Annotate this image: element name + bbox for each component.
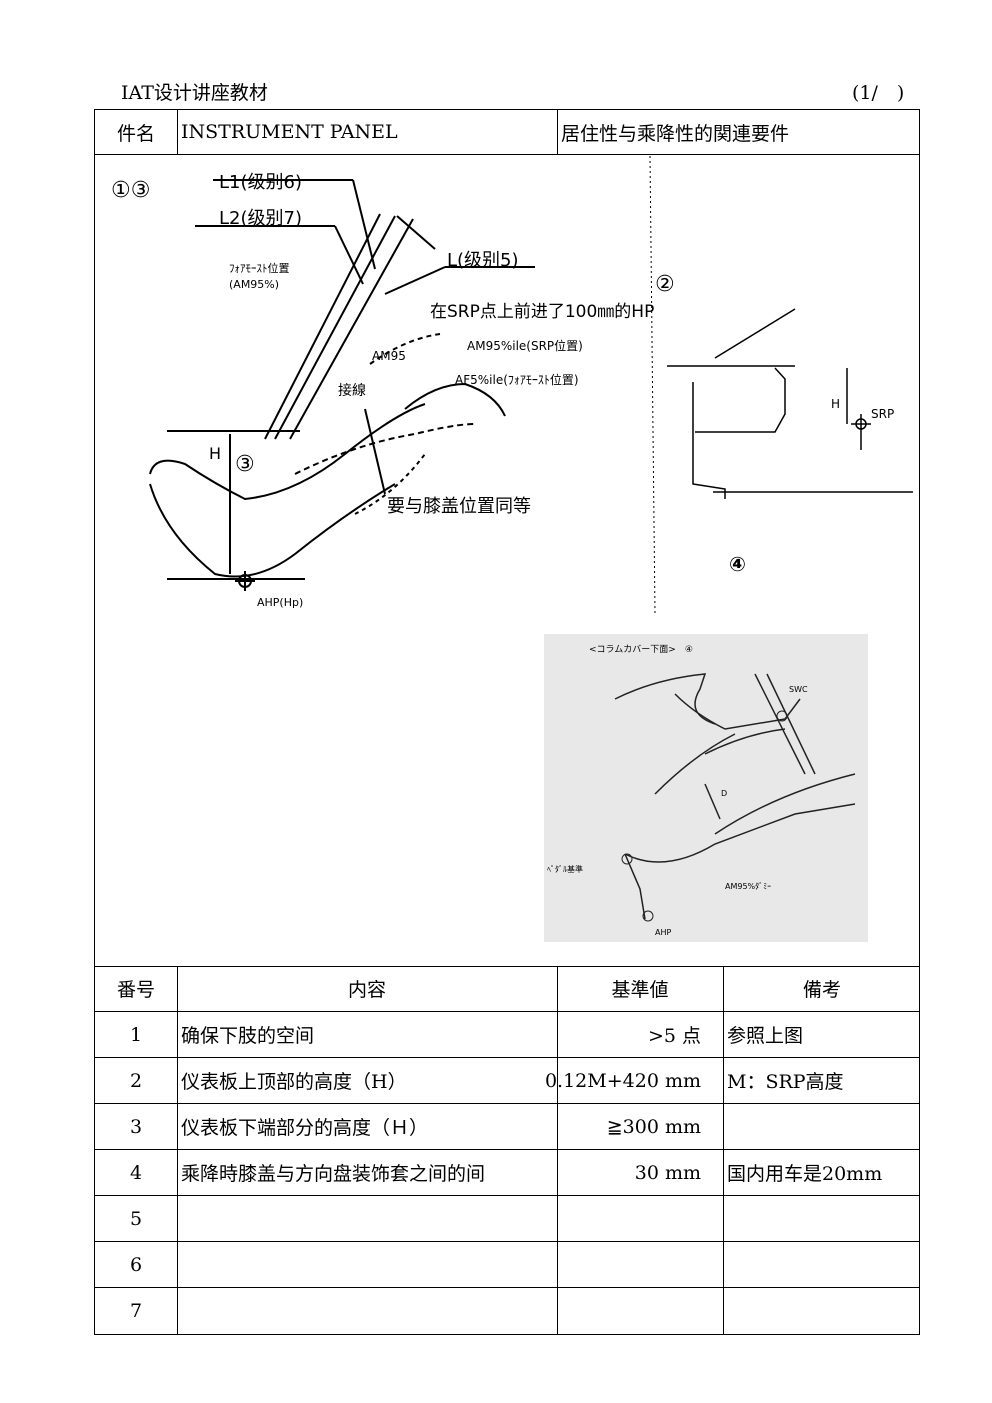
header-content: 内容 [347, 979, 386, 1001]
am95-srp-label: AM95%ile(SRP位置) [467, 338, 583, 353]
header-number: 番号 [116, 979, 155, 1001]
row-note [723, 1196, 921, 1241]
knee-position-note: 要与膝盖位置同等 [387, 496, 531, 517]
srp-label: SRP [871, 407, 894, 421]
table-row: 7 [95, 1288, 919, 1334]
table-row: 5 [95, 1196, 919, 1242]
row-number: 2 [129, 1069, 143, 1092]
table-row: 3 仪表板下端部分的高度（Ｈ） ≧300 mm [95, 1104, 919, 1150]
row-value: 30 mm [634, 1161, 701, 1184]
row-note [723, 1288, 921, 1334]
table-row: 1 确保下肢的空间 >5 点 参照上图 [95, 1012, 919, 1058]
row-content: 确保下肢的空间 [181, 1025, 315, 1047]
document-title: IAT设计讲座教材 [121, 82, 268, 104]
subject-label: 件名 [116, 122, 155, 145]
row-note: 国内用车是20mm [727, 1163, 883, 1185]
am95pct-label: (AM95%) [229, 278, 279, 291]
l1-label: L1(级别6) [219, 172, 302, 193]
table-header: 番号 内容 基準値 備考 [95, 966, 919, 1012]
row-content: 乘降時膝盖与方向盘装饰套之间的间 [181, 1163, 486, 1185]
row-value: >5 点 [647, 1025, 701, 1047]
table-row: 6 [95, 1242, 919, 1288]
swc-label: SWC [789, 685, 808, 694]
table-row: 4 乘降時膝盖与方向盘装饰套之间的间 30 mm 国内用车是20mm [95, 1150, 919, 1196]
header-remarks: 備考 [802, 979, 841, 1001]
page-number: (1/ ) [852, 82, 905, 104]
figure-area: ①③ L1(级别6) L2(级别7) L(级别5) ﾌｫｱﾓｰｽﾄ位置 (AM9… [95, 154, 919, 967]
foremost-label: ﾌｫｱﾓｰｽﾄ位置 [229, 261, 290, 275]
photo-ahp-label: AHP [655, 928, 671, 937]
tangent-label: 接線 [338, 382, 366, 399]
table-row: 2 仪表板上顶部的高度（H） 0.12M+420 mm M：SRP高度 [95, 1058, 919, 1104]
srp-advance-note: 在SRP点上前进了100㎜的HP [430, 302, 654, 322]
am95-dummy-label: AM95%ﾀﾞﾐｰ [725, 882, 771, 891]
row-value [557, 1196, 723, 1241]
row-content: 仪表板下端部分的高度（Ｈ） [181, 1117, 429, 1139]
figure-marker-4: ④ [729, 552, 746, 576]
d-label: D [721, 789, 727, 798]
row-number: 1 [129, 1023, 143, 1046]
row-note [723, 1104, 921, 1149]
row-number: 4 [129, 1161, 143, 1184]
af5-label: AF5%ile(ﾌｫｱﾓｰｽﾄ位置) [455, 372, 579, 387]
row-value: 0.12M+420 mm [544, 1069, 701, 1092]
figure-marker-13: ①③ [111, 178, 150, 203]
row-number: 7 [129, 1300, 143, 1322]
photo-caption: <コラムカバー下面> ④ [589, 644, 693, 655]
srp-diagram [649, 155, 913, 615]
part-name: INSTRUMENT PANEL [181, 121, 398, 143]
am95-label: AM95 [372, 349, 406, 363]
ahp-hp-label: AHP(Hp) [257, 596, 303, 609]
row-number: 6 [129, 1253, 143, 1276]
technical-drawing: ①③ L1(级别6) L2(级别7) L(级别5) ﾌｫｱﾓｰｽﾄ位置 (AM9… [111, 155, 913, 942]
figure-marker-2: ② [655, 272, 675, 297]
row-value: ≧300 mm [606, 1115, 701, 1138]
row-note: M：SRP高度 [727, 1071, 844, 1093]
row-note: 参照上图 [727, 1025, 804, 1047]
title-row: 件名 INSTRUMENT PANEL 居住性与乘降性的関連要件 [95, 110, 919, 155]
h-label-right: H [831, 397, 840, 411]
circle-3-marker: ③ [235, 452, 255, 477]
l-label: L(级别5) [447, 250, 519, 271]
row-note [723, 1242, 921, 1287]
pedal-reference-label: ﾍﾟﾀﾞﾙ基準 [547, 864, 583, 874]
row-value [557, 1242, 723, 1287]
row-content [177, 1242, 557, 1287]
l2-label: L2(级别7) [219, 208, 302, 229]
subject-title: 居住性与乘降性的関連要件 [561, 122, 790, 145]
row-number: 3 [129, 1115, 143, 1138]
row-content [177, 1288, 557, 1334]
row-content: 仪表板上顶部的高度（H） [181, 1071, 407, 1093]
legroom-diagram [149, 179, 535, 591]
column-cover-photo [544, 634, 868, 942]
row-number: 5 [129, 1207, 143, 1230]
document-frame: 件名 INSTRUMENT PANEL 居住性与乘降性的関連要件 [94, 109, 920, 1335]
row-content [177, 1196, 557, 1241]
header-standard-value: 基準値 [611, 979, 669, 1001]
h-label-left: H [209, 444, 221, 463]
row-value [557, 1288, 723, 1334]
